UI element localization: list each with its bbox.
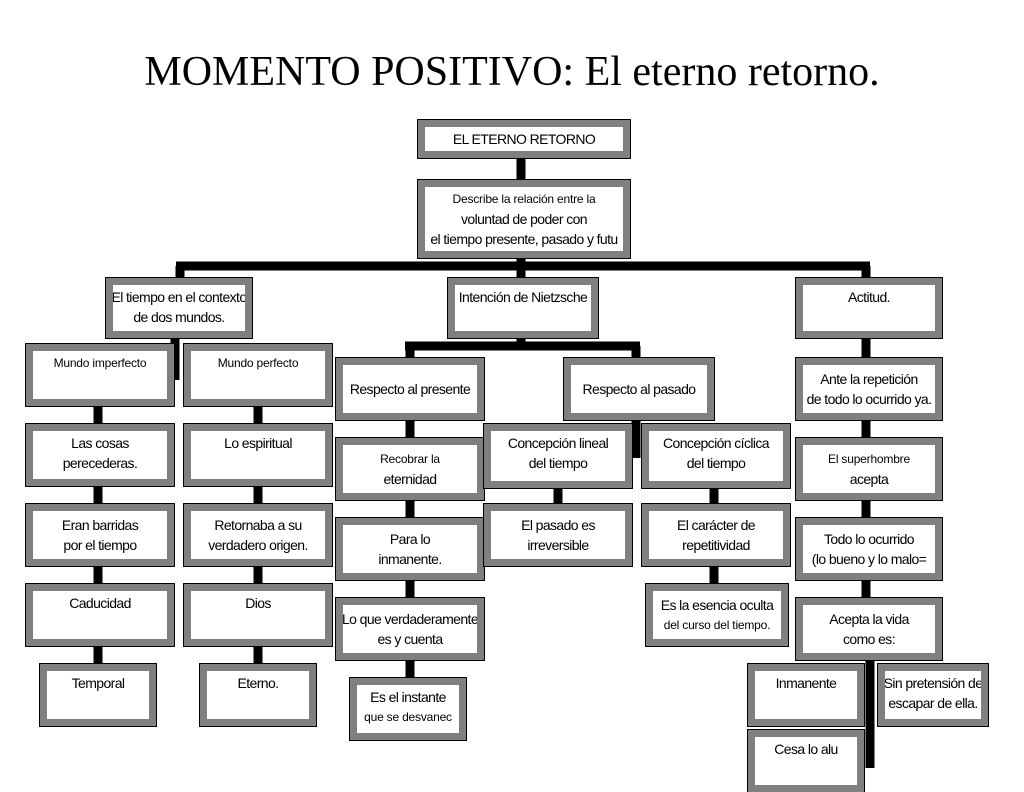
node-respecto-presente: Respecto al presente: [336, 358, 484, 420]
node-mundo-imperfecto: Mundo imperfecto: [26, 344, 174, 406]
slide-title: MOMENTO POSITIVO: El eterno retorno.: [144, 49, 880, 95]
node-temporal: Temporal: [40, 664, 156, 726]
node-inmanente: Inmanente: [748, 664, 864, 726]
node-lo-espiritual: Lo espiritual: [184, 424, 332, 486]
node-intencion-nietzsche: Intención de Nietzsche: [448, 278, 598, 338]
node-cesa-partial: Cesa lo alu: [748, 730, 864, 792]
node-actitud: Actitud.: [796, 278, 942, 338]
node-eterno: Eterno.: [200, 664, 316, 726]
node-caducidad: Caducidad: [26, 584, 174, 646]
node-dios: Dios: [184, 584, 332, 646]
node-mundo-perfecto: Mundo perfecto: [184, 344, 332, 406]
node-todo-lo-ocurrido: Todo lo ocurrido(lo bueno y lo malo=: [796, 518, 942, 580]
node-respecto-pasado: Respecto al pasado: [564, 358, 714, 420]
node-eterno-retorno: EL ETERNO RETORNO: [418, 120, 630, 158]
